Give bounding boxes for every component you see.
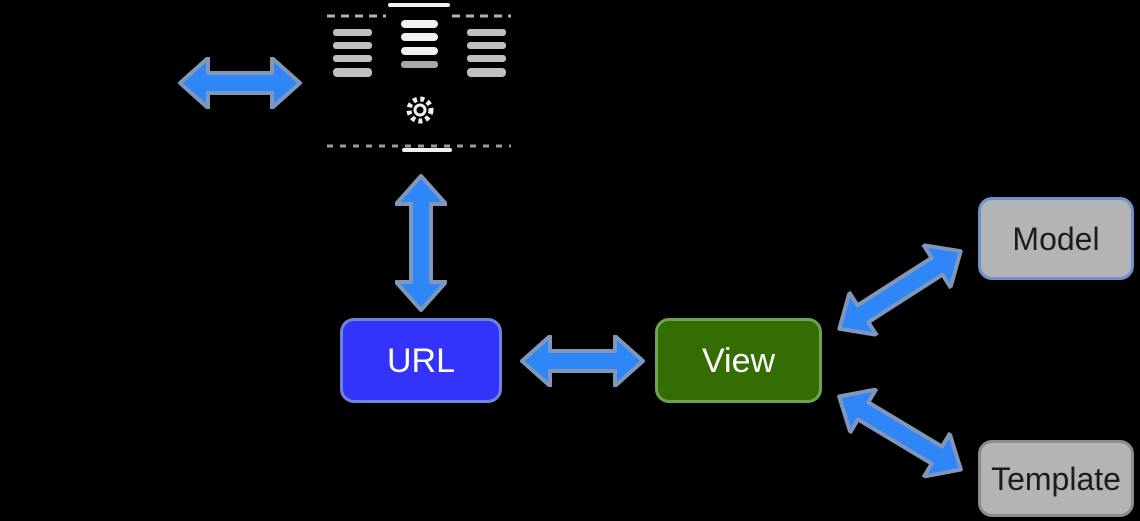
- node-url: URL: [340, 318, 502, 403]
- node-view-label: View: [701, 341, 776, 380]
- view-model-arrow: [837, 243, 963, 337]
- server-url-arrow: [395, 174, 447, 312]
- node-template-label: Template: [991, 460, 1121, 497]
- node-model-label: Model: [1012, 220, 1100, 257]
- node-template: Template: [978, 440, 1134, 517]
- url-view-arrow: [520, 335, 645, 387]
- server-middle-slots: [401, 20, 438, 68]
- node-url-label: URL: [386, 341, 456, 380]
- server-rack-icon: [324, 3, 514, 152]
- view-template-arrow: [837, 387, 963, 479]
- node-model: Model: [978, 197, 1134, 280]
- node-view: View: [655, 318, 822, 403]
- arrow-left-of-server: [178, 57, 302, 109]
- server-icon: [324, 3, 514, 152]
- gear-icon: [406, 96, 434, 124]
- server-right-slots: [467, 29, 506, 77]
- server-left-slots: [333, 29, 372, 77]
